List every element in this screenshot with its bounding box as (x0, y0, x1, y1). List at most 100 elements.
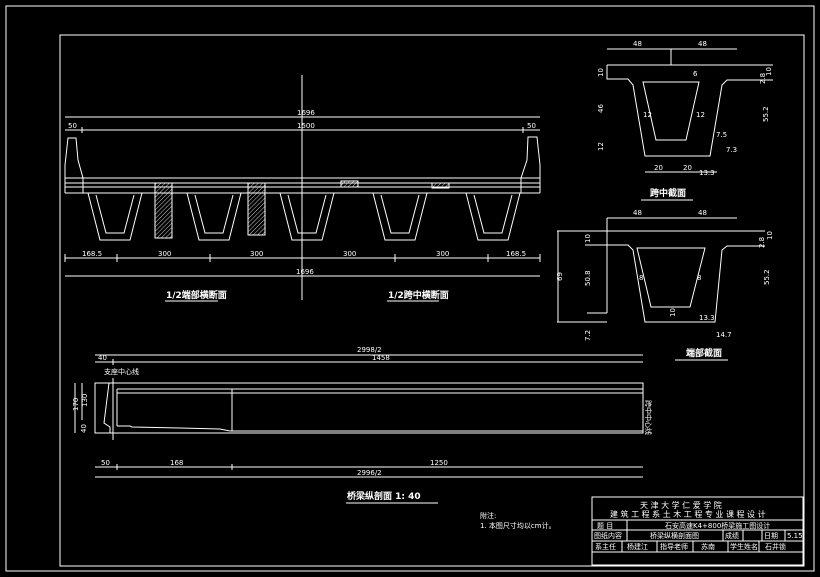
label: 50 (68, 122, 77, 130)
drawing-line (636, 247, 706, 308)
title-half-end-section: 1/2端部横断面 (166, 289, 227, 301)
inner-frame (59, 34, 805, 567)
drawing-line (186, 192, 242, 241)
drawing-line (117, 425, 643, 432)
label: 杨建江 (627, 542, 648, 551)
drawing-line (154, 182, 173, 239)
dim-deck: 1500 (297, 122, 315, 130)
label: 5.15 (787, 532, 803, 540)
label: 跨中中心线 (644, 400, 653, 435)
label: 130 (81, 394, 89, 407)
label: 55.2 (762, 106, 770, 122)
title-mid-span-section: 跨中截面 (650, 187, 686, 199)
label: 8 (697, 274, 701, 282)
label: 20 (654, 164, 663, 172)
drawing-line (340, 180, 359, 188)
label: 13.3 (699, 314, 715, 322)
label: 300 (343, 250, 356, 258)
label: 天 津 大 学 仁 爱 学 院 (640, 500, 722, 510)
label: 10 (766, 231, 774, 240)
label: 55.2 (763, 269, 771, 285)
dim-total-top: 1696 (297, 109, 315, 117)
drawing-line (465, 192, 521, 241)
label: 40 (98, 354, 107, 362)
label: 学生姓名 (730, 542, 758, 551)
label: 168 (170, 459, 183, 467)
label: 桥梁纵横剖面图 (650, 531, 699, 540)
label: 2996/2 (357, 469, 382, 477)
drawing-line (65, 177, 540, 194)
label: 48 (698, 40, 707, 48)
label: 168.5 (82, 250, 102, 258)
drawing-line (606, 64, 773, 157)
notes: 附注: 1. 本图尺寸均以cm计。 (480, 511, 556, 530)
title-block: 天 津 大 学 仁 爱 学 院 建 筑 工 程 系 土 木 工 程 专 业 课 … (591, 496, 804, 566)
drawing-line (87, 192, 143, 241)
label: 50 (527, 122, 536, 130)
label: 48 (633, 40, 642, 48)
label: 建 筑 工 程 系 土 木 工 程 专 业 课 程 设 计 (610, 509, 766, 519)
label: 石井锁 (765, 542, 786, 551)
label: 日期 (764, 532, 778, 540)
label: 170 (72, 398, 80, 411)
label: 40 (80, 424, 88, 433)
label: 2998/2 (357, 346, 382, 354)
label: 题 目 (597, 522, 613, 530)
label: 300 (158, 250, 171, 258)
label: 46 (597, 104, 605, 113)
title-longitudinal-section: 桥梁纵剖面 1: 40 (347, 490, 421, 502)
label: 300 (436, 250, 449, 258)
drawing-line (431, 182, 450, 189)
drawing-line (247, 182, 266, 236)
label: 50.8 (584, 270, 592, 286)
label: 7.5 (716, 131, 727, 139)
mid-span-section: 48 48 10 46 12 6 12 12 20 20 13.3 7.5 7.… (597, 40, 773, 201)
drawing-line (372, 192, 428, 241)
label: 1. 本图尺寸均以cm计。 (480, 521, 556, 530)
drawing-line (279, 192, 335, 241)
label: 50 (101, 459, 110, 467)
label: 14.7 (716, 331, 732, 339)
longitudinal-section: 2998/2 40 1458 支座中心线 跨中中心线 170 130 40 50… (72, 346, 653, 504)
label: 系主任 (595, 542, 616, 551)
drawing-line (557, 230, 765, 323)
label: 1458 (372, 354, 390, 362)
label: 成绩 (725, 531, 739, 540)
label: 48 (698, 209, 707, 217)
label: 12 (597, 142, 605, 151)
label: 69 (556, 272, 564, 281)
title-half-mid-section: 1/2跨中横断面 (388, 289, 449, 301)
title-end-section: 端部截面 (686, 347, 722, 359)
label: 7.2 (584, 330, 592, 341)
label: 7.3 (726, 146, 737, 154)
label: 13.3 (699, 169, 715, 177)
label: 12 (643, 111, 652, 119)
cross-section: 1696 1500 50 50 168.5 300 300 30 (64, 75, 541, 302)
label: 48 (633, 209, 642, 217)
label: 10 (669, 308, 677, 317)
label: 168.5 (506, 250, 526, 258)
label: 1696 (296, 268, 314, 276)
drawing-line (194, 194, 234, 234)
outer-frame (5, 5, 815, 572)
drawing-line (380, 194, 420, 234)
label: 苏南 (701, 542, 715, 551)
support-center-label: 支座中心线 (104, 367, 139, 376)
label: 石安高速K4+800桥梁施工图设计 (665, 521, 770, 530)
label: 指导老师 (660, 542, 688, 551)
end-section: 48 48 69 10 50.8 7.2 8 8 10 13.3 14.7 55… (556, 209, 774, 361)
label: 图纸内容 (594, 531, 622, 540)
drawing-line (520, 136, 541, 193)
drawing-line (473, 194, 513, 234)
drawing-line (642, 81, 700, 141)
drawing-line (591, 496, 804, 566)
label: 12 (696, 111, 705, 119)
label: 20 (683, 164, 692, 172)
drawing-line (95, 194, 135, 234)
label: 2.8 (759, 73, 767, 84)
label: 8 (639, 274, 643, 282)
label: 10 (765, 67, 773, 76)
label: 6 (693, 70, 698, 78)
drawing-line (64, 137, 84, 193)
